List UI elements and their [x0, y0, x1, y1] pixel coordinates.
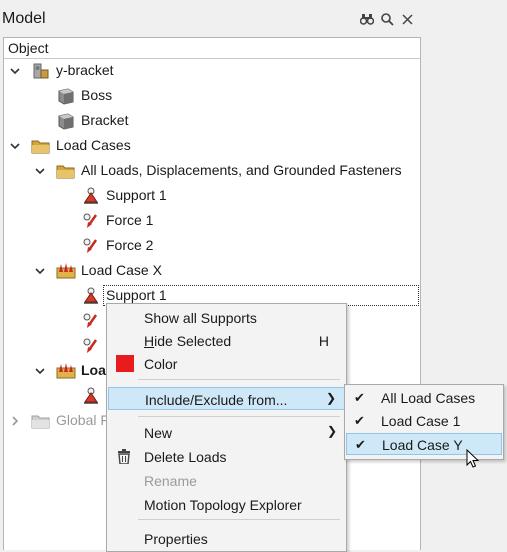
- tree-row-force-2[interactable]: Force 2: [4, 235, 419, 257]
- context-menu: Show all Supports Hide Selected H Color …: [106, 303, 347, 552]
- tree-row-hidden-1[interactable]: [4, 310, 106, 332]
- menu-item-label: Properties: [144, 531, 208, 547]
- tree-label: Load Case X: [81, 262, 162, 278]
- tree-row-force-1[interactable]: Force 1: [4, 210, 419, 232]
- folder-icon: [31, 137, 51, 155]
- trash-icon: [117, 449, 131, 467]
- panel-title: Model: [2, 10, 46, 27]
- chevron-down-icon[interactable]: [33, 260, 47, 282]
- menu-item-mnemonic: H: [144, 333, 155, 349]
- tree-row-support-1[interactable]: Support 1: [4, 185, 419, 207]
- menu-item-label: Rename: [144, 473, 197, 489]
- part-icon: [56, 112, 76, 130]
- tree-label: Support 1: [106, 187, 167, 203]
- tree-label: Bracket: [81, 112, 129, 128]
- title-toolbar: [359, 10, 419, 30]
- color-swatch-icon: [116, 355, 134, 372]
- chevron-down-icon[interactable]: [8, 135, 22, 157]
- shortcut-label: H: [318, 333, 329, 349]
- force-icon: [81, 312, 101, 330]
- menu-item-rename[interactable]: Rename: [108, 469, 345, 492]
- separator: [138, 416, 340, 417]
- binoculars-icon[interactable]: [359, 10, 375, 28]
- menu-item-motion-topology-explorer[interactable]: Motion Topology Explorer: [108, 493, 345, 516]
- menu-item-delete-loads[interactable]: Delete Loads: [108, 445, 345, 468]
- support-icon: [81, 387, 101, 405]
- separator: [138, 379, 340, 380]
- tree-row-global[interactable]: Global F: [4, 410, 106, 432]
- force-icon: [81, 212, 101, 230]
- tree-row-hidden-3[interactable]: [4, 385, 106, 407]
- submenu-item-load-case-1[interactable]: ✔ Load Case 1: [346, 410, 502, 432]
- folder-icon: [31, 412, 51, 430]
- load-case-icon: [56, 262, 76, 280]
- tree-label: Loa: [81, 362, 106, 378]
- submenu-item-all-load-cases[interactable]: ✔ All Load Cases: [346, 387, 502, 409]
- support-icon: [81, 187, 101, 205]
- tree-row-y-bracket[interactable]: y-bracket: [4, 60, 419, 82]
- submenu-arrow-icon: ❯: [326, 424, 337, 438]
- force-icon: [81, 237, 101, 255]
- tree-label: Load Cases: [56, 137, 131, 153]
- tree-column-header[interactable]: Object: [4, 38, 420, 59]
- tree-row-bracket[interactable]: Bracket: [4, 110, 419, 132]
- close-icon[interactable]: [399, 10, 415, 28]
- menu-item-include-exclude[interactable]: Include/Exclude from... ❯: [108, 387, 345, 410]
- tree-label: Force 2: [106, 237, 154, 253]
- tree-label: All Loads, Displacements, and Grounded F…: [81, 162, 402, 178]
- chevron-down-icon[interactable]: [33, 360, 47, 382]
- menu-item-label: Show all Supports: [144, 310, 257, 326]
- tree-row-all-loads[interactable]: All Loads, Displacements, and Grounded F…: [4, 160, 419, 182]
- checkmark-icon: ✔: [354, 413, 365, 428]
- tree-row-hidden-2[interactable]: [4, 335, 106, 357]
- chevron-down-icon[interactable]: [8, 60, 22, 82]
- submenu-item-load-case-y[interactable]: ✔ Load Case Y: [346, 433, 502, 455]
- assembly-icon: [31, 62, 51, 80]
- support-icon: [81, 287, 101, 305]
- menu-item-show-all-supports[interactable]: Show all Supports: [108, 306, 345, 329]
- menu-item-label: Include/Exclude from...: [145, 392, 288, 408]
- tree-row-load-cases[interactable]: Load Cases: [4, 135, 419, 157]
- checkmark-icon: ✔: [355, 437, 366, 452]
- checkmark-icon: ✔: [354, 390, 365, 405]
- tree-row-boss[interactable]: Boss: [4, 85, 419, 107]
- tree-row-load-case-y[interactable]: Loa: [4, 360, 106, 382]
- chevron-down-icon[interactable]: [33, 160, 47, 182]
- tree-row-load-case-x[interactable]: Load Case X: [4, 260, 419, 282]
- tree-label: Global F: [56, 412, 106, 428]
- include-exclude-submenu: ✔ All Load Cases ✔ Load Case 1 ✔ Load Ca…: [344, 384, 504, 460]
- mouse-cursor-icon: [466, 448, 480, 469]
- menu-item-properties[interactable]: Properties: [108, 527, 345, 550]
- tree-label: Support 1: [106, 287, 167, 303]
- menu-item-label: Motion Topology Explorer: [144, 497, 302, 513]
- separator: [138, 519, 340, 520]
- force-icon: [81, 337, 101, 355]
- submenu-arrow-icon: ❯: [325, 391, 336, 405]
- menu-item-label: ide Selected: [154, 333, 232, 349]
- tree-label: y-bracket: [56, 62, 114, 78]
- submenu-item-label: Load Case 1: [381, 413, 461, 429]
- menu-item-color[interactable]: Color: [108, 352, 345, 375]
- menu-item-label: Color: [144, 356, 178, 372]
- folder-icon: [56, 162, 76, 180]
- menu-item-hide-selected[interactable]: Hide Selected H: [108, 329, 345, 352]
- menu-item-new[interactable]: New ❯: [108, 421, 345, 444]
- chevron-right-icon[interactable]: [8, 410, 22, 432]
- menu-item-label: New: [144, 425, 173, 441]
- search-icon[interactable]: [379, 10, 395, 28]
- submenu-item-label: Load Case Y: [382, 437, 463, 453]
- tree-label: Boss: [81, 87, 113, 103]
- tree-label: Force 1: [106, 212, 154, 228]
- load-case-icon: [56, 362, 76, 380]
- submenu-item-label: All Load Cases: [381, 390, 476, 406]
- part-icon: [56, 87, 76, 105]
- menu-item-label: Delete Loads: [144, 449, 227, 465]
